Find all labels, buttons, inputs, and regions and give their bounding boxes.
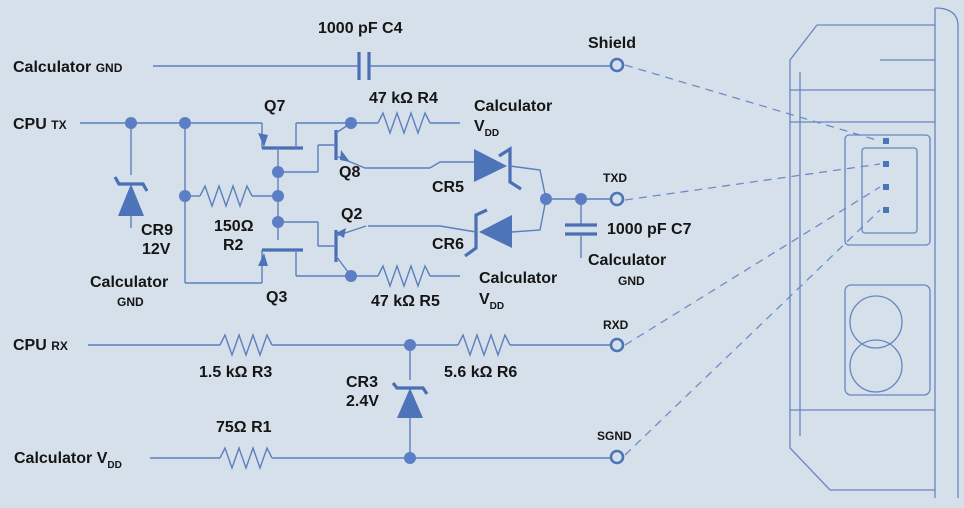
c7-label: 1000 pF C7 [607,221,692,238]
r4-label: 47 kΩ R4 [369,90,438,107]
cable-lines [624,64,881,456]
cpu-tx-net [80,117,277,284]
rxd-terminal [609,337,625,353]
c4-label: 1000 pF C4 [318,20,403,37]
shield-label: Shield [588,35,636,52]
connector-pins [883,138,889,213]
shield-terminal [609,57,625,73]
q8-transistor [278,117,430,173]
cr6-label: CR6 [432,236,464,253]
q2-transistor [278,221,367,282]
r5-resistor [351,263,460,289]
txd-label: TXD [603,171,627,185]
r2-label-line2: R2 [223,237,244,254]
cr5-label: CR5 [432,179,464,196]
gnd-c7-line2: GND [618,274,645,288]
connector-housing [789,7,959,498]
q3-label: Q3 [266,289,287,306]
vdd-top-line1: Calculator [474,98,552,115]
gnd-left-line1: Calculator [90,274,168,291]
cr5-diode [429,146,547,200]
gnd-left-line2: GND [117,295,144,309]
r1-resistor [219,445,273,471]
rxd-label: RXD [603,318,629,332]
vdd-mid-line2: VDD [479,291,504,312]
r5-label: 47 kΩ R5 [371,293,440,310]
cr3-zener [397,388,423,418]
calc-gnd-input-label: Calculator GND [13,59,123,76]
cr9-label-line1: CR9 [141,222,173,239]
r4-resistor [351,110,460,136]
txd-terminal [609,191,625,207]
sgnd-net [150,445,625,471]
r2-label-line1: 150Ω [214,218,254,235]
cr3-label-line2: 2.4V [346,393,379,410]
calc-gnd-line [153,52,625,80]
cpu-rx-label: CPU RX [13,337,68,354]
cpu-rx-net [88,332,625,458]
r1-label: 75Ω R1 [216,419,272,436]
sgnd-terminal [609,449,625,465]
r3-resistor [219,332,273,358]
calc-vdd-input-label: Calculator VDD [14,450,122,471]
vdd-mid-line1: Calculator [479,270,557,287]
r6-resistor [457,332,511,358]
q8-label: Q8 [339,164,360,181]
cr9-zener [118,184,144,216]
cpu-tx-label: CPU TX [13,116,67,133]
r6-label: 5.6 kΩ R6 [444,364,517,381]
sgnd-label: SGND [597,429,632,443]
gnd-c7-line1: Calculator [588,252,666,269]
vdd-top-line2: VDD [474,118,499,139]
q7-label: Q7 [264,98,285,115]
q2-label: Q2 [341,206,362,223]
q3-transistor [258,248,351,283]
cr6-diode [368,198,547,258]
cr3-label-line1: CR3 [346,374,378,391]
cr9-label-line2: 12V [142,241,171,258]
txd-net [540,191,625,258]
r3-label: 1.5 kΩ R3 [199,364,272,381]
